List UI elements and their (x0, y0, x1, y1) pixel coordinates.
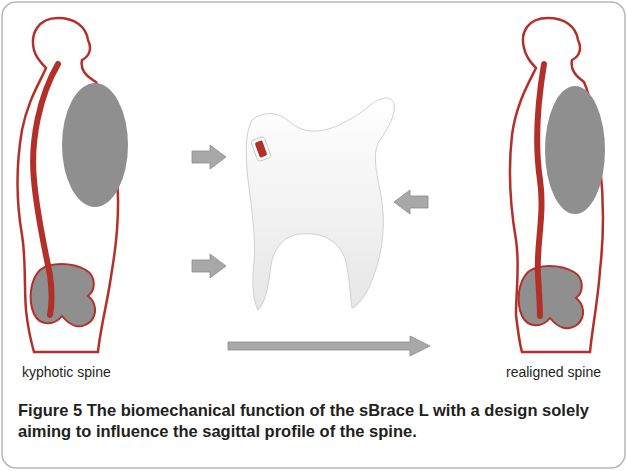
figure-caption: Figure 5 The biomechanical function of t… (18, 400, 608, 442)
kyphotic-figure (18, 18, 129, 352)
brace (246, 98, 394, 310)
realigned-figure (510, 18, 605, 352)
figure-label: kyphotic spine (22, 364, 111, 380)
figure-label: realigned spine (506, 364, 601, 380)
force-arrows (192, 145, 430, 356)
